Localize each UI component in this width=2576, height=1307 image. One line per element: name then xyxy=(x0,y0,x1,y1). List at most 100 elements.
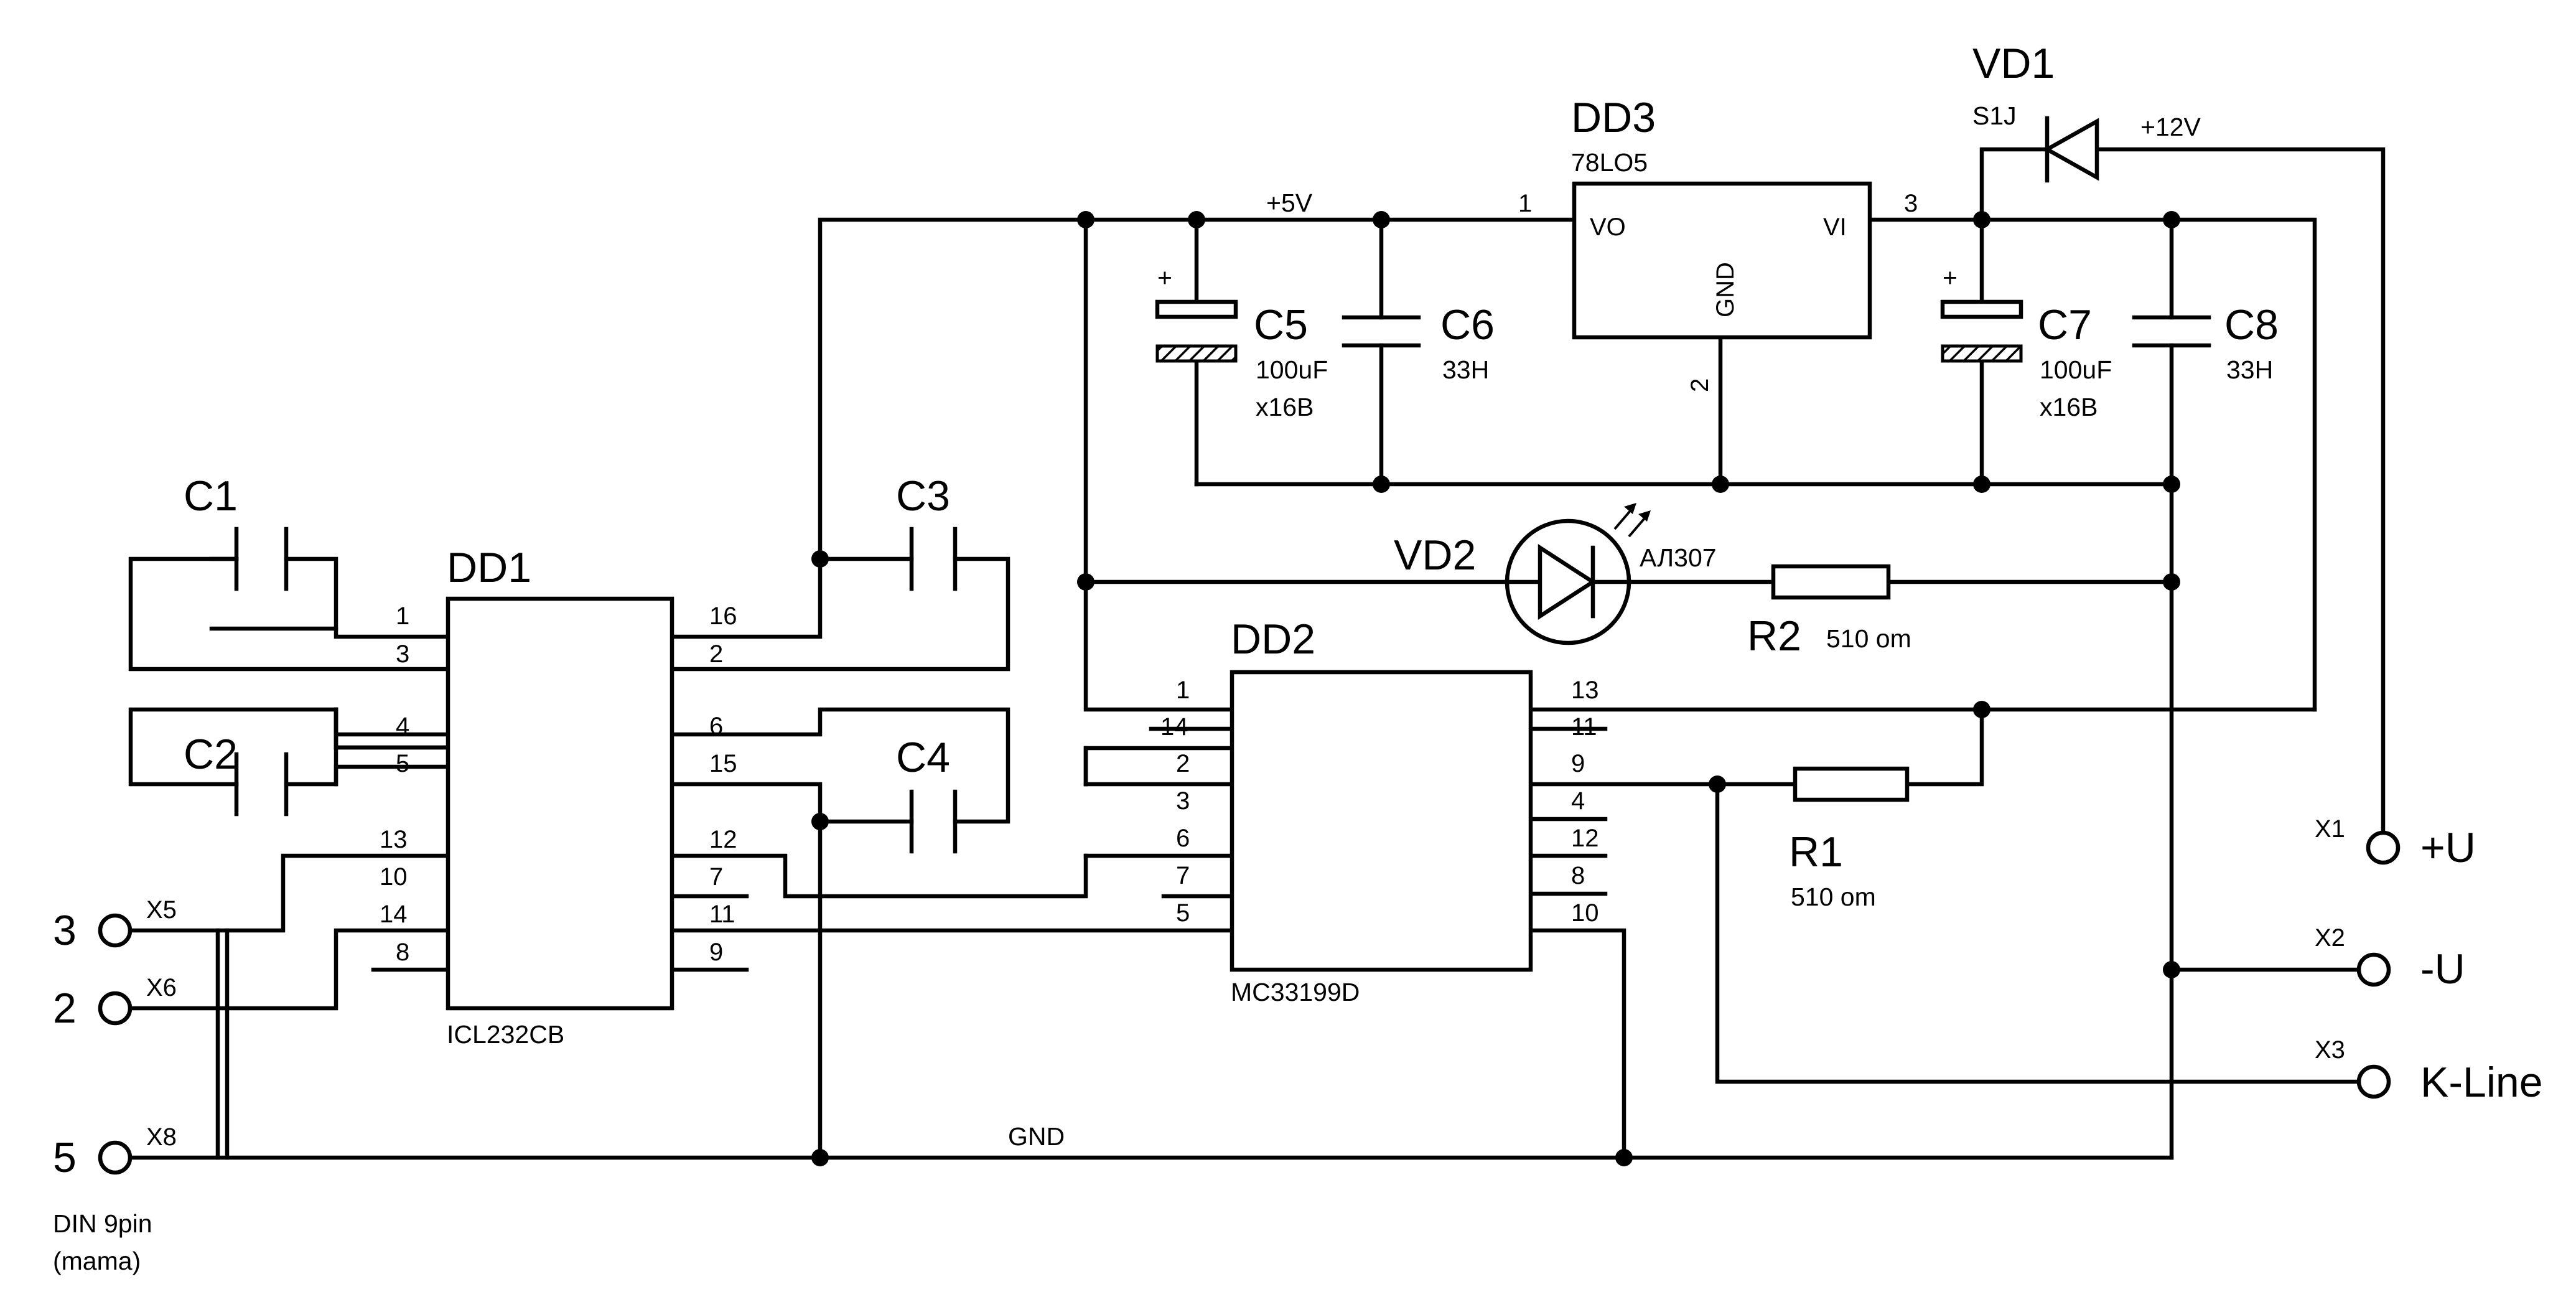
connector-x2[interactable]: X2 -U xyxy=(2315,924,2465,993)
c6-capacitor: C6 33H xyxy=(1342,301,1495,384)
net-gnd-label: GND xyxy=(1008,1122,1065,1151)
vd1-diode: VD1 S1J xyxy=(1972,40,2099,183)
dd2-pin-r6: 8 xyxy=(1571,862,1585,889)
x8-pin: 5 xyxy=(53,1134,77,1181)
din-label-line1: DIN 9pin xyxy=(53,1209,152,1238)
dd2-pin-l7: 5 xyxy=(1176,899,1190,927)
r1-resistor: R1 510 om xyxy=(1789,766,1910,911)
dd1-part: ICL232CB xyxy=(447,1020,564,1049)
connector-x3[interactable]: X3 K-Line xyxy=(2315,1036,2543,1106)
dd2-pin-r7: 10 xyxy=(1571,899,1599,927)
connector-x5[interactable]: 3 X5 xyxy=(53,896,177,954)
c1-capacitor: C1 xyxy=(184,472,289,591)
net-12v-label: +12V xyxy=(2140,113,2201,141)
dd1-pin-l5: 13 xyxy=(380,826,408,853)
r1-ref: R1 xyxy=(1789,828,1843,876)
vd2-part: АЛ307 xyxy=(1640,543,1717,572)
dd1-pin-l6: 10 xyxy=(380,863,408,891)
x8-ref: X8 xyxy=(146,1123,177,1151)
c3-capacitor: C3 xyxy=(896,472,958,591)
dd1-pin-r6: 7 xyxy=(709,863,723,891)
c7-capacitor: + C7 100uF x16B xyxy=(1940,263,2112,421)
dd3-pin1: 1 xyxy=(1518,190,1532,217)
dd2-pin-l5: 6 xyxy=(1176,825,1190,852)
dd1-pin-l8: 8 xyxy=(396,939,409,966)
dd2-pin-l3: 2 xyxy=(1176,750,1190,777)
dd2-ref: DD2 xyxy=(1231,616,1315,663)
r2-resistor: R2 510 om xyxy=(1747,564,1911,660)
c6-ref: C6 xyxy=(1440,301,1495,349)
dd1-pin-l4: 5 xyxy=(396,750,409,777)
dd3-pin-gnd: GND xyxy=(1712,262,1739,317)
dd3-pin3: 3 xyxy=(1904,190,1918,217)
dd2-pin-r4: 4 xyxy=(1571,787,1585,815)
r2-value: 510 om xyxy=(1826,624,1911,653)
connector-x6[interactable]: 2 X6 xyxy=(53,974,177,1032)
net-5v-label: +5V xyxy=(1266,189,1313,217)
dd2-pin-l2: 14 xyxy=(1160,713,1188,741)
dd1-pin-r4: 15 xyxy=(709,750,737,777)
dd1-pin-r7: 11 xyxy=(709,901,735,928)
dd2-pin-r5: 12 xyxy=(1571,825,1599,852)
c5-capacitor: + C5 100uF x16B xyxy=(1155,263,1328,421)
vd2-ref: VD2 xyxy=(1394,532,1476,579)
dd3-regulator: DD3 78LO5 VO VI GND 1 2 3 xyxy=(1518,94,1918,392)
junctions xyxy=(811,211,2180,1166)
c4-ref: C4 xyxy=(896,734,950,781)
dd2-pin-r2: 11 xyxy=(1571,713,1597,741)
c7-polarity: + xyxy=(1943,263,1958,292)
dd1-pin-l3: 4 xyxy=(396,713,409,740)
dd1-pin-r3: 6 xyxy=(709,713,723,740)
vd2-led: VD2 АЛ307 xyxy=(1394,503,1717,645)
dd3-pin2: 2 xyxy=(1686,378,1714,392)
x2-label: -U xyxy=(2420,945,2465,993)
dd1-pin-r2: 2 xyxy=(709,640,723,668)
c8-value: 33H xyxy=(2226,355,2273,384)
c3-ref: C3 xyxy=(896,472,950,520)
dd2-pin-l6: 7 xyxy=(1176,862,1190,889)
dd1-chip: DD1 ICL232CB 1 3 4 5 13 10 14 8 16 2 6 1… xyxy=(380,544,737,1049)
vd1-ref: VD1 xyxy=(1972,40,2055,87)
c2-ref: C2 xyxy=(184,731,238,778)
x1-label: +U xyxy=(2420,824,2476,871)
x2-ref: X2 xyxy=(2315,924,2345,952)
x6-pin: 2 xyxy=(53,985,77,1032)
dd3-ref: DD3 xyxy=(1571,94,1656,141)
dd1-pin-l7: 14 xyxy=(380,901,408,928)
x5-ref: X5 xyxy=(146,896,177,924)
dd2-part: MC33199D xyxy=(1231,978,1360,1006)
dd2-pin-l4: 3 xyxy=(1176,787,1190,815)
c8-ref: C8 xyxy=(2224,301,2279,349)
dd3-pin-vi: VI xyxy=(1823,213,1847,241)
c5-voltage: x16B xyxy=(1256,393,1314,421)
wires xyxy=(128,147,2386,1160)
c7-value: 100uF xyxy=(2040,355,2112,384)
dd1-pin-r1: 16 xyxy=(709,602,737,630)
dd3-part: 78LO5 xyxy=(1571,148,1648,177)
x3-ref: X3 xyxy=(2315,1036,2345,1064)
pin-stubs xyxy=(371,817,1608,972)
dd3-pin-vo: VO xyxy=(1590,213,1626,241)
dd2-pin-l1: 1 xyxy=(1176,677,1190,704)
x3-label: K-Line xyxy=(2420,1059,2543,1106)
connector-x1[interactable]: X1 +U xyxy=(2315,815,2476,871)
dd1-pin-l2: 3 xyxy=(396,640,409,668)
vd1-part: S1J xyxy=(1972,101,2017,130)
c7-voltage: x16B xyxy=(2040,393,2098,421)
dd1-ref: DD1 xyxy=(447,544,531,591)
c5-polarity: + xyxy=(1157,263,1172,292)
c8-capacitor: C8 33H xyxy=(2132,301,2279,384)
c5-value: 100uF xyxy=(1256,355,1328,384)
dd1-pin-r8: 9 xyxy=(709,939,723,966)
dd1-pin-l1: 1 xyxy=(396,602,409,630)
x1-ref: X1 xyxy=(2315,815,2345,843)
c7-ref: C7 xyxy=(2038,301,2092,349)
c2-capacitor: C2 xyxy=(184,731,289,817)
c1-ref: C1 xyxy=(184,472,238,520)
c5-ref: C5 xyxy=(1254,301,1308,349)
c4-capacitor: C4 xyxy=(896,734,958,854)
dd2-pin-r1: 13 xyxy=(1571,677,1599,704)
connector-x8[interactable]: 5 X8 xyxy=(53,1123,177,1181)
x5-pin: 3 xyxy=(53,907,77,954)
